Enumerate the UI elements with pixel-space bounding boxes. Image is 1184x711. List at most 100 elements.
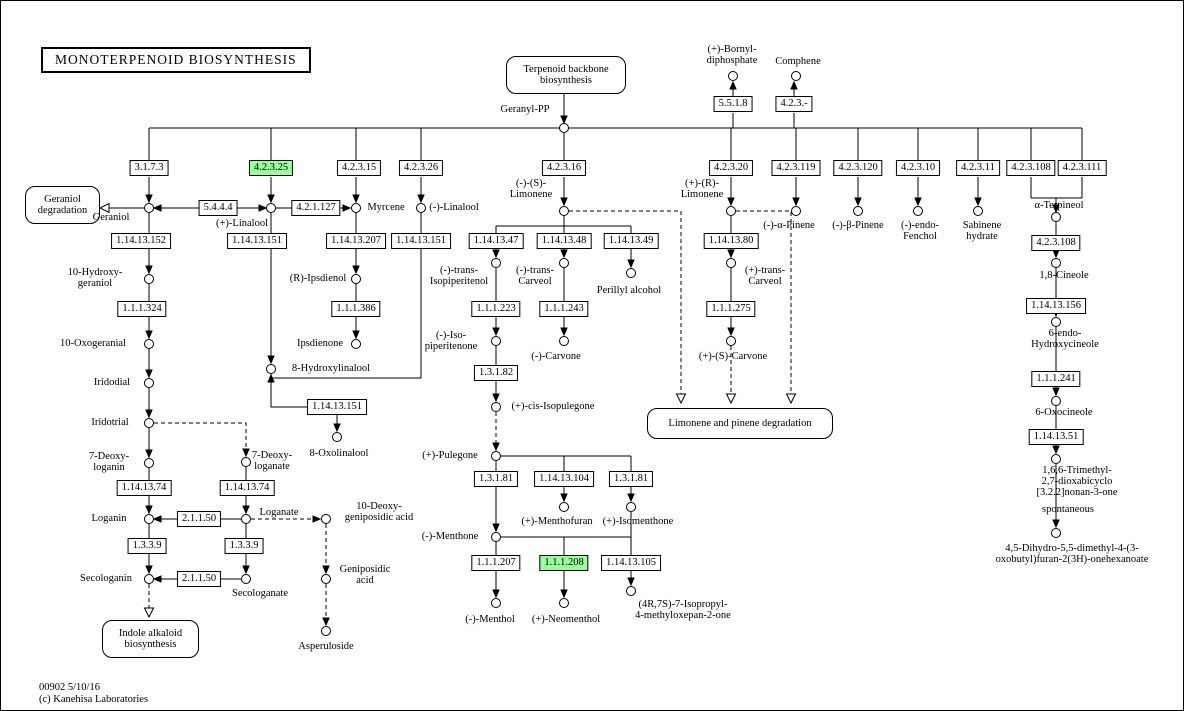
enzyme-box-1.14.13.105[interactable]: 1.14.13.105 [601, 555, 661, 571]
compound-node-plus-s-carvone[interactable] [726, 336, 736, 346]
enzyme-box-1.14.13.49[interactable]: 1.14.13.49 [603, 233, 659, 249]
compound-node-s-limonene[interactable] [559, 206, 569, 216]
enzyme-box-1.14.13.151[interactable]: 1.14.13.151 [227, 233, 287, 249]
compound-node-plus-neomenthol[interactable] [559, 598, 569, 608]
compound-node-isopropyl-methyloxepanone[interactable] [626, 586, 636, 596]
enzyme-box-4.2.3.10[interactable]: 4.2.3.10 [895, 160, 941, 176]
enzyme-box-1.14.13.152[interactable]: 1.14.13.152 [111, 233, 171, 249]
compound-node-myrcene[interactable] [351, 203, 361, 213]
compound-node-secologanate[interactable] [241, 574, 251, 584]
compound-node-plus-isomenthone[interactable] [626, 502, 636, 512]
enzyme-box-5.5.1.8[interactable]: 5.5.1.8 [713, 96, 753, 112]
compound-node-iridodial[interactable] [144, 378, 154, 388]
compound-node-plus-trans-carveol[interactable] [726, 258, 736, 268]
enzyme-box-1.1.1.386[interactable]: 1.1.1.386 [331, 301, 381, 317]
enzyme-box-4.2.1.127[interactable]: 4.2.1.127 [291, 200, 341, 216]
compound-node-r-limonene[interactable] [726, 206, 736, 216]
enzyme-box-1.14.13.207[interactable]: 1.14.13.207 [326, 233, 386, 249]
enzyme-box-4.2.3.-[interactable]: 4.2.3.- [775, 96, 813, 112]
compound-node-plus-cis-isopulegone[interactable] [491, 402, 501, 412]
enzyme-box-1.14.13.104[interactable]: 1.14.13.104 [534, 471, 594, 487]
enzyme-box-4.2.3.11[interactable]: 4.2.3.11 [956, 160, 1000, 176]
compound-node-alpha-terpineol[interactable] [1051, 212, 1061, 222]
compound-node-10-oxogeranial[interactable] [144, 339, 154, 349]
compound-node-10-deoxygeniposidic-acid[interactable] [321, 514, 331, 524]
compound-node-minus-linalool[interactable] [416, 203, 426, 213]
compound-node-r-ipsdienol[interactable] [351, 274, 361, 284]
enzyme-box-4.2.3.108[interactable]: 4.2.3.108 [1031, 235, 1081, 251]
compound-node-minus-carvone[interactable] [559, 336, 569, 346]
compound-node-endo-fenchol[interactable] [913, 206, 923, 216]
enzyme-box-1.1.1.324[interactable]: 1.1.1.324 [117, 301, 167, 317]
enzyme-box-1.3.3.9[interactable]: 1.3.3.9 [127, 538, 167, 554]
enzyme-box-1.1.1.223[interactable]: 1.1.1.223 [471, 301, 521, 317]
compound-node-7-deoxyloganate[interactable] [241, 457, 251, 467]
enzyme-box-4.2.3.111[interactable]: 4.2.3.111 [1057, 160, 1107, 176]
enzyme-box-1.14.13.51[interactable]: 1.14.13.51 [1028, 429, 1084, 445]
enzyme-box-4.2.3.120[interactable]: 4.2.3.120 [833, 160, 883, 176]
compound-node-beta-pinene[interactable] [853, 206, 863, 216]
enzyme-box-4.2.3.20[interactable]: 4.2.3.20 [708, 160, 754, 176]
compound-node-minus-menthone[interactable] [491, 532, 501, 542]
compound-node-alpha-pinene[interactable] [791, 206, 801, 216]
compound-node-6-endo-hydroxycineole[interactable] [1051, 317, 1061, 327]
enzyme-box-1.3.3.9[interactable]: 1.3.3.9 [224, 538, 264, 554]
enzyme-box-1.14.13.156[interactable]: 1.14.13.156 [1026, 298, 1086, 314]
compound-node-7-deoxyloganin[interactable] [144, 458, 154, 468]
enzyme-box-1.3.1.82[interactable]: 1.3.1.82 [473, 365, 519, 381]
compound-node-geniposidic-acid[interactable] [321, 574, 331, 584]
compound-node-6-oxocineole[interactable] [1051, 396, 1061, 406]
enzyme-box-1.14.13.48[interactable]: 1.14.13.48 [536, 233, 592, 249]
compound-node-ipsdienone[interactable] [351, 339, 361, 349]
enzyme-box-1.1.1.241[interactable]: 1.1.1.241 [1031, 371, 1081, 387]
enzyme-box-3.1.7.3[interactable]: 3.1.7.3 [129, 160, 169, 176]
enzyme-box-5.4.4.4[interactable]: 5.4.4.4 [198, 200, 238, 216]
enzyme-box-4.2.3.119[interactable]: 4.2.3.119 [771, 160, 821, 176]
compound-node-minus-isopiperitenone[interactable] [491, 336, 501, 346]
enzyme-box-1.1.1.208[interactable]: 1.1.1.208 [539, 555, 589, 571]
compound-node-8-hydroxylinalool[interactable] [266, 364, 276, 374]
compound-node-sabinene-hydrate[interactable] [973, 206, 983, 216]
enzyme-box-1.3.1.81[interactable]: 1.3.1.81 [608, 471, 654, 487]
compound-node-minus-trans-isopiperitenol[interactable] [491, 258, 501, 268]
enzyme-box-1.1.1.243[interactable]: 1.1.1.243 [539, 301, 589, 317]
compound-node-geraniol[interactable] [144, 203, 154, 213]
compound-node-minus-trans-carveol[interactable] [559, 258, 569, 268]
compound-node-iridotrial[interactable] [144, 418, 154, 428]
pathway-link-limonene-and-pinene-degradation[interactable]: Limonene and pinene degradation [647, 408, 833, 439]
enzyme-box-1.1.1.207[interactable]: 1.1.1.207 [471, 555, 521, 571]
compound-node-8-oxolinalool[interactable] [332, 432, 342, 442]
compound-node-plus-linalool[interactable] [266, 203, 276, 213]
compound-node-loganin[interactable] [144, 514, 154, 524]
compound-node-perillyl-alcohol[interactable] [626, 268, 636, 278]
compound-node-plus-pulegone[interactable] [491, 451, 501, 461]
enzyme-box-1.14.13.151[interactable]: 1.14.13.151 [307, 399, 367, 415]
enzyme-box-1.14.13.74[interactable]: 1.14.13.74 [116, 480, 172, 496]
enzyme-box-1.14.13.74[interactable]: 1.14.13.74 [219, 480, 275, 496]
compound-node-comphene[interactable] [791, 71, 801, 81]
enzyme-box-4.2.3.26[interactable]: 4.2.3.26 [398, 160, 444, 176]
compound-node-trimethyl-dioxabicyclo-nonanone[interactable] [1051, 454, 1061, 464]
compound-node-asperuloside[interactable] [321, 626, 331, 636]
enzyme-box-1.1.1.275[interactable]: 1.1.1.275 [706, 301, 756, 317]
enzyme-box-2.1.1.50[interactable]: 2.1.1.50 [176, 571, 222, 587]
compound-node-geranyl-pp[interactable] [559, 123, 569, 133]
enzyme-box-1.14.13.151[interactable]: 1.14.13.151 [391, 233, 451, 249]
compound-node-plus-menthofuran[interactable] [559, 502, 569, 512]
enzyme-box-4.2.3.25[interactable]: 4.2.3.25 [248, 160, 294, 176]
compound-node-secologanin[interactable] [144, 574, 154, 584]
compound-node-loganate[interactable] [241, 514, 251, 524]
compound-node-10-hydroxygeraniol[interactable] [144, 274, 154, 284]
enzyme-box-4.2.3.15[interactable]: 4.2.3.15 [336, 160, 382, 176]
compound-node-minus-menthol[interactable] [491, 598, 501, 608]
enzyme-box-4.2.3.16[interactable]: 4.2.3.16 [541, 160, 587, 176]
enzyme-box-1.14.13.47[interactable]: 1.14.13.47 [468, 233, 524, 249]
enzyme-box-4.2.3.108[interactable]: 4.2.3.108 [1006, 160, 1056, 176]
compound-node-dihydro-dimethyl-oxobutyl-furanone[interactable] [1051, 528, 1061, 538]
enzyme-box-1.3.1.81[interactable]: 1.3.1.81 [473, 471, 519, 487]
compound-node-18-cineole[interactable] [1051, 258, 1061, 268]
compound-node-bornyl-diphosphate[interactable] [728, 71, 738, 81]
